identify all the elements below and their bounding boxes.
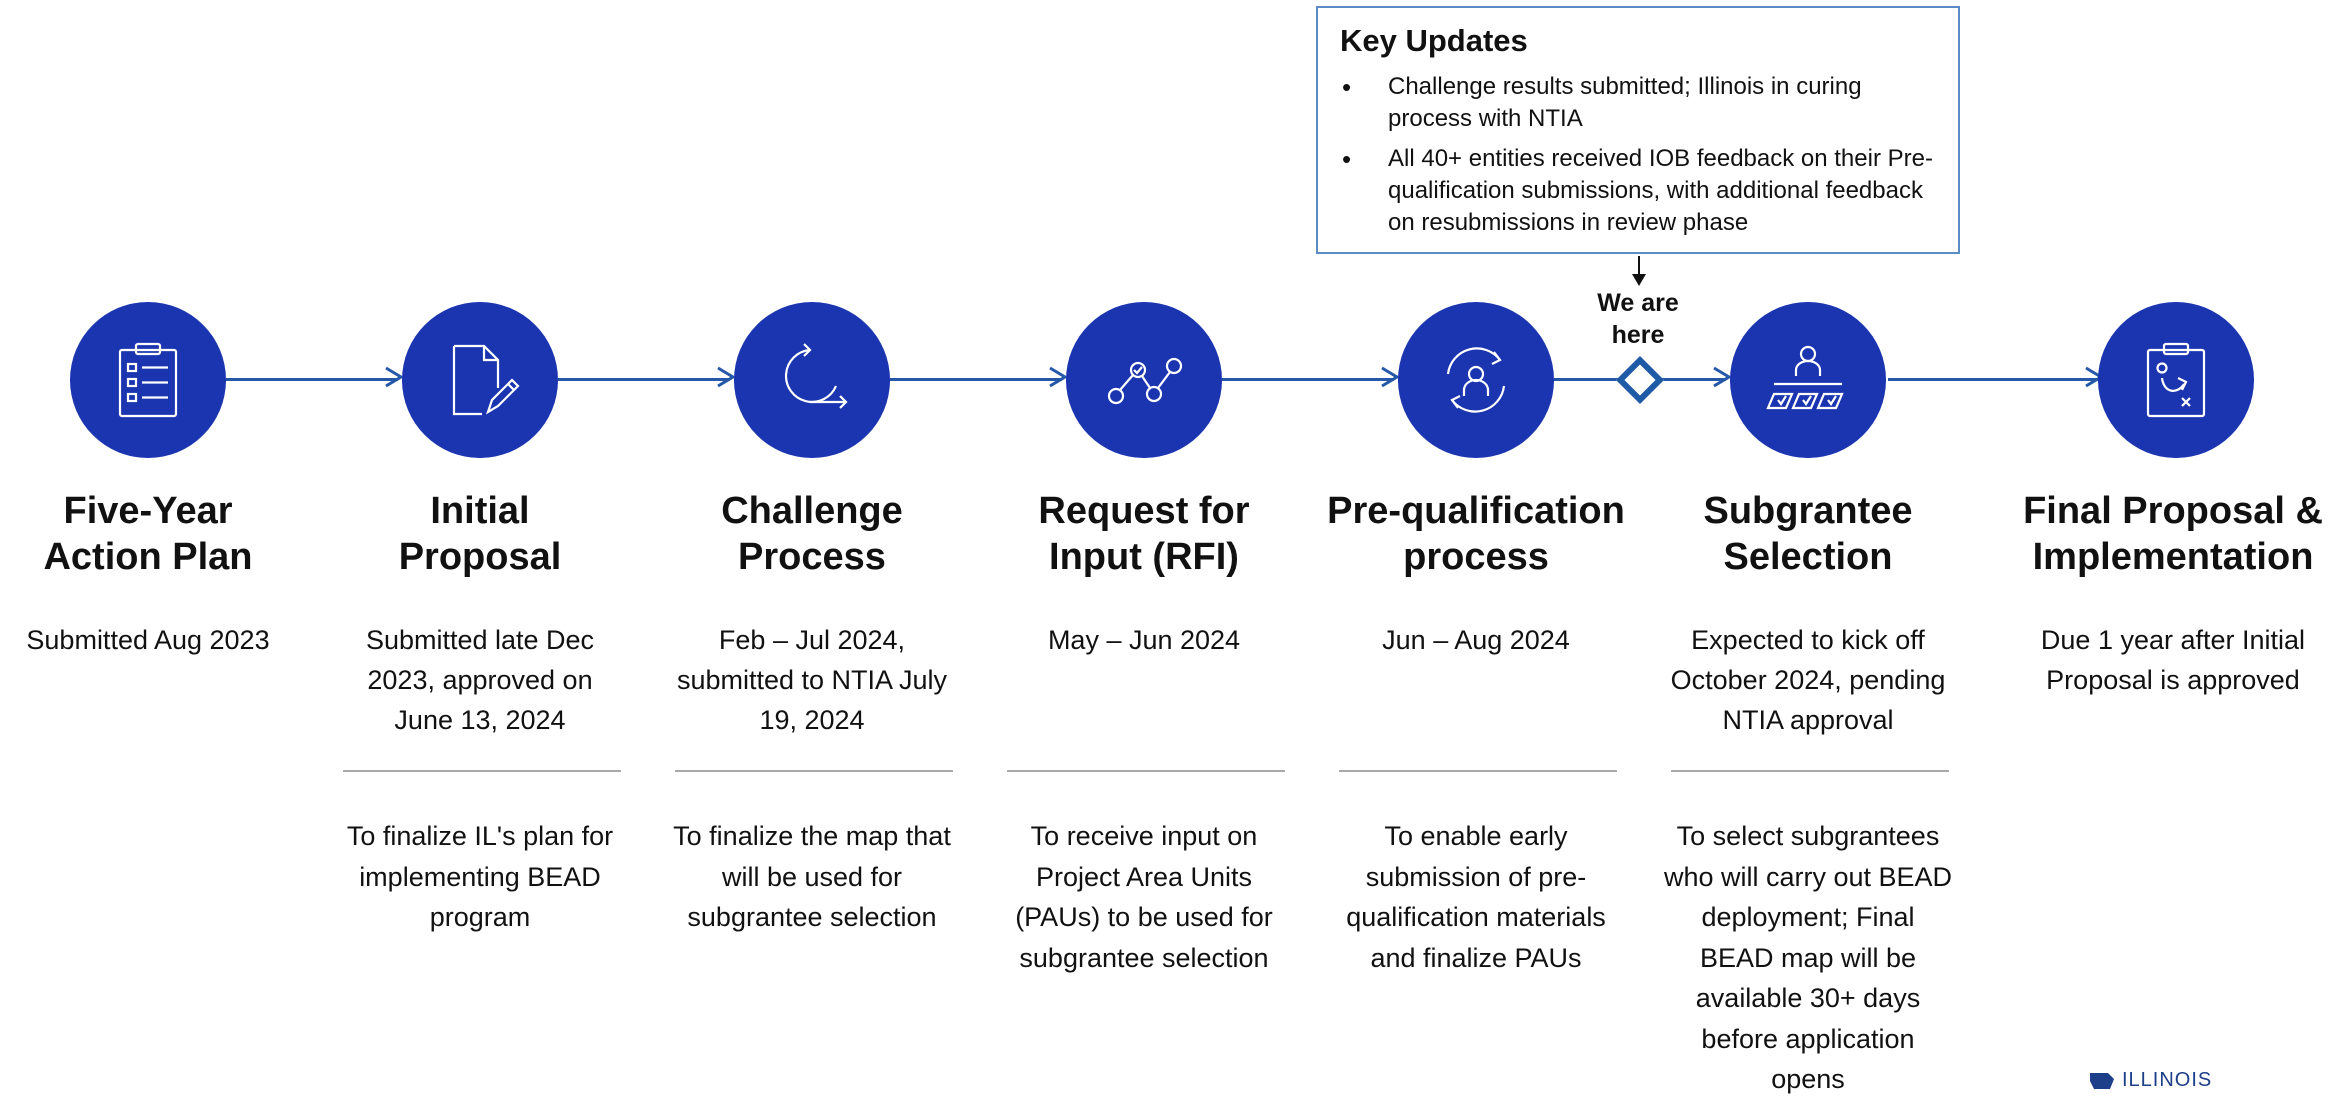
stage-date: Expected to kick off October 2024, pendi… bbox=[1670, 625, 1946, 735]
stage-date: Submitted Aug 2023 bbox=[26, 625, 270, 655]
pointer-arrow-icon bbox=[1632, 274, 1646, 286]
stage-title-line: Implementation bbox=[2032, 536, 2314, 578]
clipboard-list-icon bbox=[118, 342, 178, 418]
timeline-connector bbox=[1222, 378, 1394, 381]
stage-icon-circle bbox=[2098, 302, 2254, 458]
timeline-connector bbox=[558, 378, 730, 381]
stage-goal: To receive input on Project Area Units (… bbox=[1015, 821, 1273, 973]
presenter-checklist-icon bbox=[1766, 345, 1844, 410]
stage-title-line: Five-Year bbox=[63, 490, 233, 532]
stage-goal: To select subgrantees who will carry out… bbox=[1663, 821, 1953, 1094]
stage-title: Subgrantee Selection bbox=[1648, 488, 1968, 580]
connector-arrow-icon bbox=[1381, 366, 1400, 388]
stage-icon-circle bbox=[1398, 302, 1554, 458]
key-updates-list: Challenge results submitted; Illinois in… bbox=[1340, 71, 1938, 239]
stage-divider bbox=[1007, 770, 1285, 772]
user-refresh-icon bbox=[1446, 347, 1506, 413]
stage-title-line: Proposal bbox=[398, 536, 562, 578]
stage-title-line: Request for bbox=[1038, 490, 1250, 532]
stage-title-line: process bbox=[1403, 536, 1549, 578]
cycle-arrow-icon bbox=[784, 343, 848, 409]
stage-goal: To finalize IL's plan for implementing B… bbox=[346, 821, 614, 932]
stage-icon-circle bbox=[402, 302, 558, 458]
stage-date: Feb – Jul 2024, submitted to NTIA July 1… bbox=[676, 625, 948, 735]
stage-title: Request for Input (RFI) bbox=[984, 488, 1304, 580]
stage-icon-circle bbox=[734, 302, 890, 458]
connector-arrow-icon bbox=[717, 366, 736, 388]
stage-title-line: Input (RFI) bbox=[1049, 536, 1239, 578]
stage-icon-circle bbox=[1066, 302, 1222, 458]
timeline-connector bbox=[226, 378, 398, 381]
connector-arrow-icon bbox=[1713, 366, 1732, 388]
stage-icon-circle bbox=[1730, 302, 1886, 458]
illinois-logo: ILLINOIS bbox=[2088, 1070, 2212, 1090]
stage-title: Final Proposal & Implementation bbox=[2013, 488, 2333, 580]
stage-title-line: Pre-qualification bbox=[1327, 490, 1625, 532]
connector-arrow-icon bbox=[385, 366, 404, 388]
timeline-connector bbox=[1888, 378, 2098, 381]
stage-date: May – Jun 2024 bbox=[1047, 625, 1241, 655]
timeline-connector bbox=[1554, 378, 1622, 381]
key-update-item: Challenge results submitted; Illinois in… bbox=[1340, 71, 1938, 135]
strategy-clipboard-icon bbox=[2146, 342, 2206, 418]
stage-date: Submitted late Dec 2023, approved on Jun… bbox=[365, 625, 595, 735]
illinois-state-icon bbox=[2090, 1073, 2114, 1089]
pointer-line bbox=[1638, 256, 1640, 276]
we-are-here-diamond-icon bbox=[1615, 355, 1665, 405]
document-edit-icon bbox=[452, 344, 520, 416]
connector-arrow-icon bbox=[1049, 366, 1068, 388]
stage-icon-circle bbox=[70, 302, 226, 458]
timeline-connector bbox=[1646, 378, 1726, 381]
stage-title: Challenge Process bbox=[652, 488, 972, 580]
stage-title-line: Initial bbox=[430, 490, 530, 532]
logo-text: ILLINOIS bbox=[2122, 1069, 2213, 1091]
timeline-connector bbox=[890, 378, 1062, 381]
stage-title-line: Process bbox=[738, 536, 886, 578]
stage-divider bbox=[1671, 770, 1949, 772]
stage-title-line: Final Proposal & bbox=[2023, 490, 2323, 532]
stage-date: Jun – Aug 2024 bbox=[1382, 625, 1570, 655]
stage-divider bbox=[675, 770, 953, 772]
stage-title: Five-Year Action Plan bbox=[0, 488, 308, 580]
key-updates-box: Key Updates Challenge results submitted;… bbox=[1316, 6, 1960, 254]
key-update-item: All 40+ entities received IOB feedback o… bbox=[1340, 143, 1938, 239]
nodes-path-icon bbox=[1107, 357, 1183, 405]
stage-date: Due 1 year after Initial Proposal is app… bbox=[2040, 625, 2306, 695]
stage-title-line: Subgrantee bbox=[1703, 490, 1913, 532]
we-are-here-label: We are here bbox=[1568, 287, 1708, 351]
stage-divider bbox=[1339, 770, 1617, 772]
key-updates-title: Key Updates bbox=[1340, 23, 1528, 58]
stage-title: Pre-qualification process bbox=[1316, 488, 1636, 580]
stage-goal: To enable early submission of pre-qualif… bbox=[1346, 821, 1606, 973]
stage-title-line: Action Plan bbox=[43, 536, 253, 578]
stage-title-line: Selection bbox=[1723, 536, 1893, 578]
stage-title-line: Challenge bbox=[721, 490, 903, 532]
we-are-here-line2: here bbox=[1611, 321, 1665, 349]
we-are-here-line1: We are bbox=[1597, 289, 1679, 317]
stage-goal: To finalize the map that will be used fo… bbox=[673, 821, 951, 932]
stage-title: Initial Proposal bbox=[320, 488, 640, 580]
stage-divider bbox=[343, 770, 621, 772]
